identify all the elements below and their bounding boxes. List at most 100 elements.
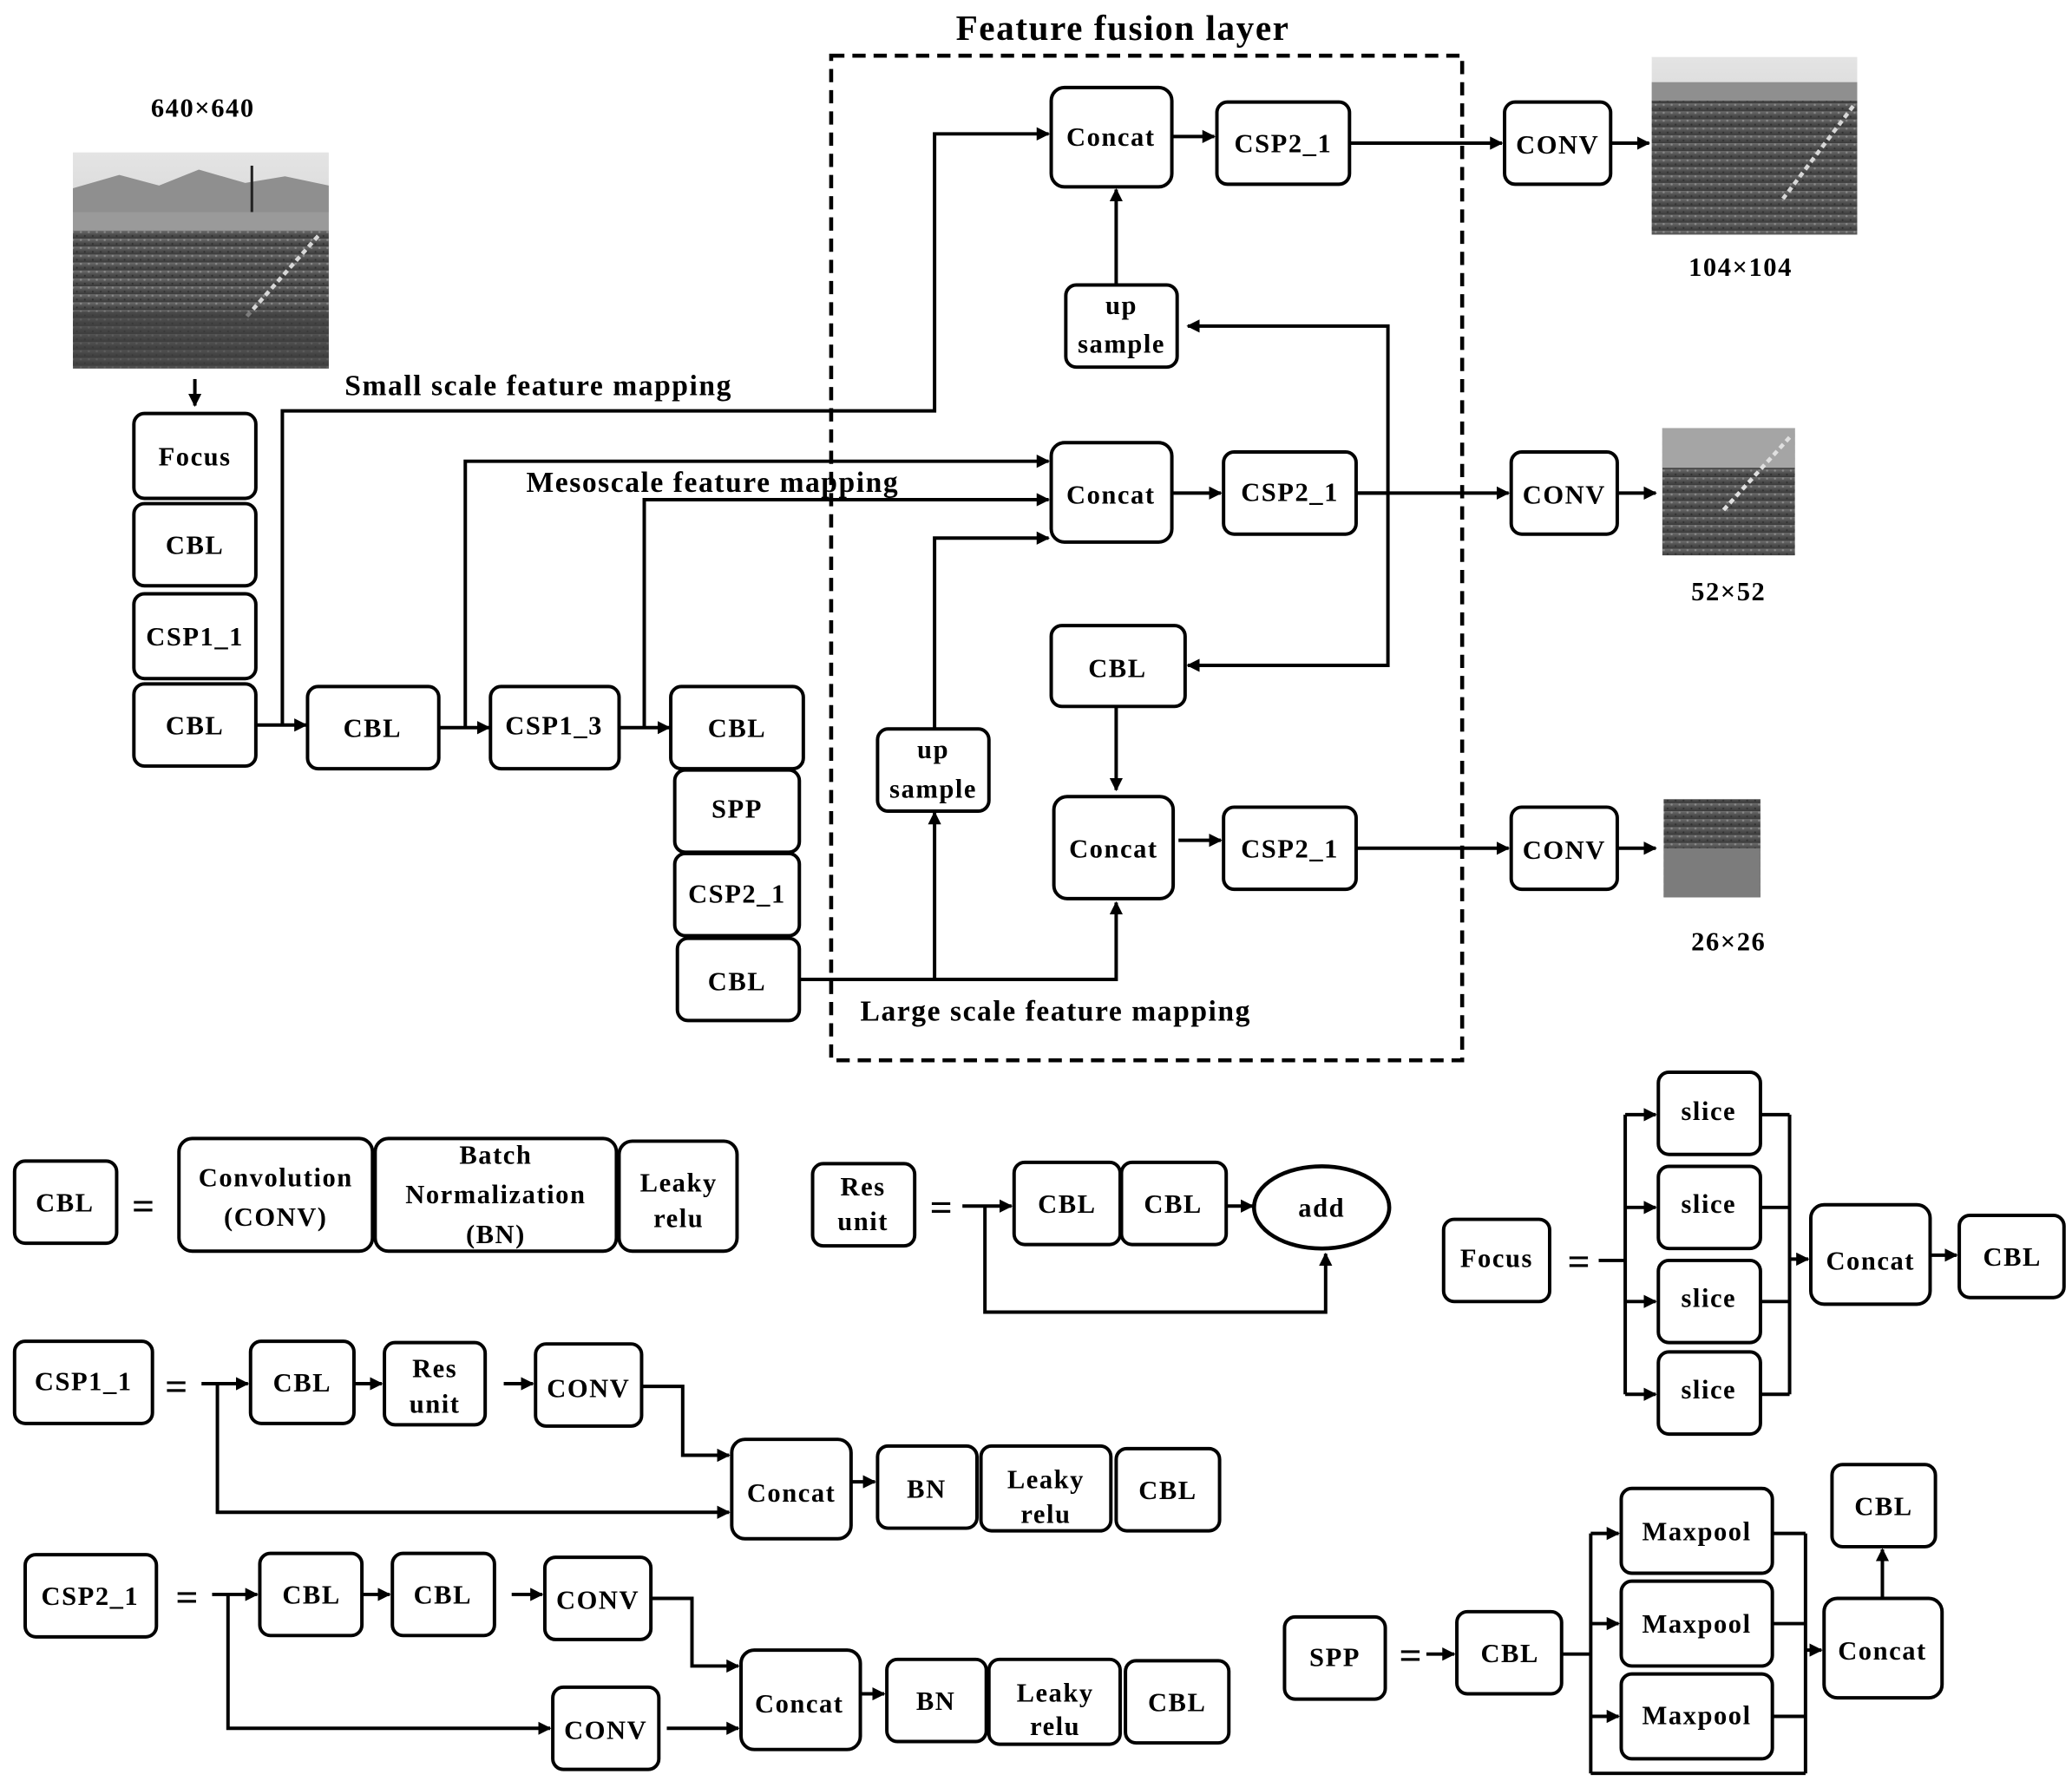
large-scale-path bbox=[799, 900, 1124, 982]
backbone-csp1-1: CSP1_1 bbox=[132, 592, 258, 681]
output-image-26 bbox=[1663, 799, 1761, 898]
svg-text:CBL: CBL bbox=[1138, 1476, 1197, 1505]
svg-text:CBL: CBL bbox=[1480, 1639, 1538, 1668]
backbone-focus: Focus bbox=[132, 411, 258, 501]
legend-csp1-1: CSP1_1 = CBL Res unit CONV Concat BN Lea… bbox=[12, 1339, 1222, 1541]
svg-text:sample: sample bbox=[889, 775, 977, 804]
backbone-cbl-3: CBL bbox=[305, 684, 441, 771]
svg-text:Batch: Batch bbox=[459, 1140, 532, 1169]
svg-text:slice: slice bbox=[1682, 1283, 1737, 1313]
output-image-52 bbox=[1662, 428, 1795, 556]
svg-text:Concat: Concat bbox=[747, 1478, 836, 1508]
svg-text:=: = bbox=[930, 1185, 953, 1229]
svg-text:unit: unit bbox=[410, 1390, 461, 1419]
svg-text:=: = bbox=[132, 1184, 154, 1228]
meso-path-2 bbox=[642, 493, 1051, 728]
svg-text:add: add bbox=[1298, 1194, 1345, 1223]
conv-head-mid: CONV bbox=[1509, 449, 1619, 536]
svg-text:Res: Res bbox=[841, 1172, 886, 1202]
svg-text:Concat: Concat bbox=[1066, 122, 1155, 152]
diagram-title: Feature fusion layer bbox=[956, 8, 1290, 48]
svg-text:CSP2_1: CSP2_1 bbox=[688, 879, 786, 908]
svg-text:SPP: SPP bbox=[1309, 1642, 1361, 1672]
svg-text:CBL: CBL bbox=[708, 966, 766, 996]
csp2-top: CSP2_1 bbox=[1215, 100, 1352, 187]
backbone-cbl-2: CBL bbox=[132, 682, 258, 769]
svg-text:CBL: CBL bbox=[166, 710, 224, 740]
svg-text:relu: relu bbox=[1030, 1712, 1080, 1741]
upsample-lower: up sample bbox=[875, 727, 991, 813]
conv-head-bottom: CONV bbox=[1509, 805, 1619, 892]
feature-fusion-layer-frame bbox=[829, 53, 1465, 1063]
svg-text:Concat: Concat bbox=[755, 1689, 843, 1719]
svg-text:sample: sample bbox=[1078, 329, 1165, 358]
svg-text:unit: unit bbox=[837, 1207, 888, 1236]
svg-text:CSP2_1: CSP2_1 bbox=[1241, 834, 1339, 863]
legend-spp: SPP = CBL Maxpool Maxpool Maxpool Concat… bbox=[1282, 1463, 1944, 1776]
csp2-bottom: CSP2_1 bbox=[1222, 805, 1358, 892]
svg-text:up: up bbox=[917, 735, 949, 764]
svg-text:Maxpool: Maxpool bbox=[1643, 1516, 1752, 1546]
concat-mid: Concat bbox=[1049, 441, 1174, 544]
svg-text:Normalization: Normalization bbox=[405, 1180, 586, 1209]
svg-text:CBL: CBL bbox=[1854, 1491, 1912, 1521]
svg-text:Leaky: Leaky bbox=[640, 1168, 718, 1197]
svg-text:relu: relu bbox=[653, 1204, 704, 1234]
input-image bbox=[73, 152, 329, 369]
svg-text:Concat: Concat bbox=[1826, 1247, 1915, 1276]
legend-csp2-1: CSP2_1 = CBL CBL CONV CONV Concat BN Lea… bbox=[23, 1551, 1231, 1771]
svg-text:Concat: Concat bbox=[1069, 834, 1158, 863]
svg-text:CSP2_1: CSP2_1 bbox=[1235, 129, 1333, 159]
svg-text:Focus: Focus bbox=[159, 442, 232, 471]
svg-text:CSP2_1: CSP2_1 bbox=[42, 1581, 140, 1611]
legend-focus: Focus = slice slice slice slice Concat C… bbox=[1441, 1071, 2066, 1437]
svg-text:CSP1_1: CSP1_1 bbox=[35, 1367, 133, 1397]
legend-res-unit: Res unit = CBL CBL add bbox=[810, 1160, 1392, 1314]
svg-text:slice: slice bbox=[1682, 1097, 1737, 1126]
meso-path-1 bbox=[463, 455, 1051, 728]
neck-csp2-1: CSP2_1 bbox=[672, 851, 802, 938]
svg-text:Concat: Concat bbox=[1838, 1636, 1927, 1666]
svg-text:Maxpool: Maxpool bbox=[1643, 1701, 1752, 1731]
backbone-cbl-1: CBL bbox=[132, 501, 258, 588]
svg-text:Maxpool: Maxpool bbox=[1643, 1609, 1752, 1639]
svg-text:Leaky: Leaky bbox=[1017, 1679, 1094, 1708]
svg-text:CONV: CONV bbox=[1523, 835, 1606, 865]
svg-text:up: up bbox=[1105, 291, 1138, 320]
small-scale-label: Small scale feature mapping bbox=[344, 370, 732, 402]
output-image-104 bbox=[1651, 56, 1858, 235]
svg-text:BN: BN bbox=[907, 1474, 947, 1503]
svg-text:Focus: Focus bbox=[1460, 1244, 1533, 1274]
svg-text:=: = bbox=[175, 1575, 198, 1619]
neck-cbl-bottom: CBL bbox=[675, 936, 802, 1023]
svg-text:CBL: CBL bbox=[708, 713, 766, 743]
svg-text:Res: Res bbox=[412, 1353, 457, 1383]
svg-text:CSP2_1: CSP2_1 bbox=[1241, 478, 1339, 507]
svg-text:CONV: CONV bbox=[564, 1715, 647, 1745]
svg-text:CBL: CBL bbox=[1148, 1687, 1206, 1717]
svg-text:CONV: CONV bbox=[547, 1373, 630, 1403]
legend-cbl: CBL = Convolution (CONV) Batch Normaliza… bbox=[12, 1136, 739, 1254]
svg-text:CONV: CONV bbox=[556, 1586, 639, 1615]
svg-text:=: = bbox=[1400, 1634, 1422, 1678]
backbone-csp1-3: CSP1_3 bbox=[488, 684, 621, 771]
svg-text:SPP: SPP bbox=[711, 795, 763, 824]
neck-cbl-top: CBL bbox=[669, 684, 805, 771]
svg-text:CSP1_3: CSP1_3 bbox=[505, 710, 603, 740]
svg-text:=: = bbox=[165, 1364, 187, 1408]
svg-text:CBL: CBL bbox=[1983, 1242, 2041, 1272]
large-scale-label: Large scale feature mapping bbox=[861, 995, 1251, 1027]
svg-text:(CONV): (CONV) bbox=[224, 1202, 327, 1232]
output-size-26: 26×26 bbox=[1691, 927, 1766, 956]
csp2-mid: CSP2_1 bbox=[1222, 449, 1358, 536]
concat-top: Concat bbox=[1049, 85, 1174, 189]
input-size-label: 640×640 bbox=[151, 93, 255, 122]
svg-text:CBL: CBL bbox=[1144, 1189, 1202, 1219]
neck-spp: SPP bbox=[672, 768, 802, 854]
svg-text:slice: slice bbox=[1682, 1189, 1737, 1219]
svg-text:(BN): (BN) bbox=[466, 1220, 526, 1249]
svg-text:CONV: CONV bbox=[1516, 130, 1599, 160]
svg-text:CBL: CBL bbox=[1088, 654, 1146, 684]
upsample-upper: up sample bbox=[1064, 283, 1179, 370]
